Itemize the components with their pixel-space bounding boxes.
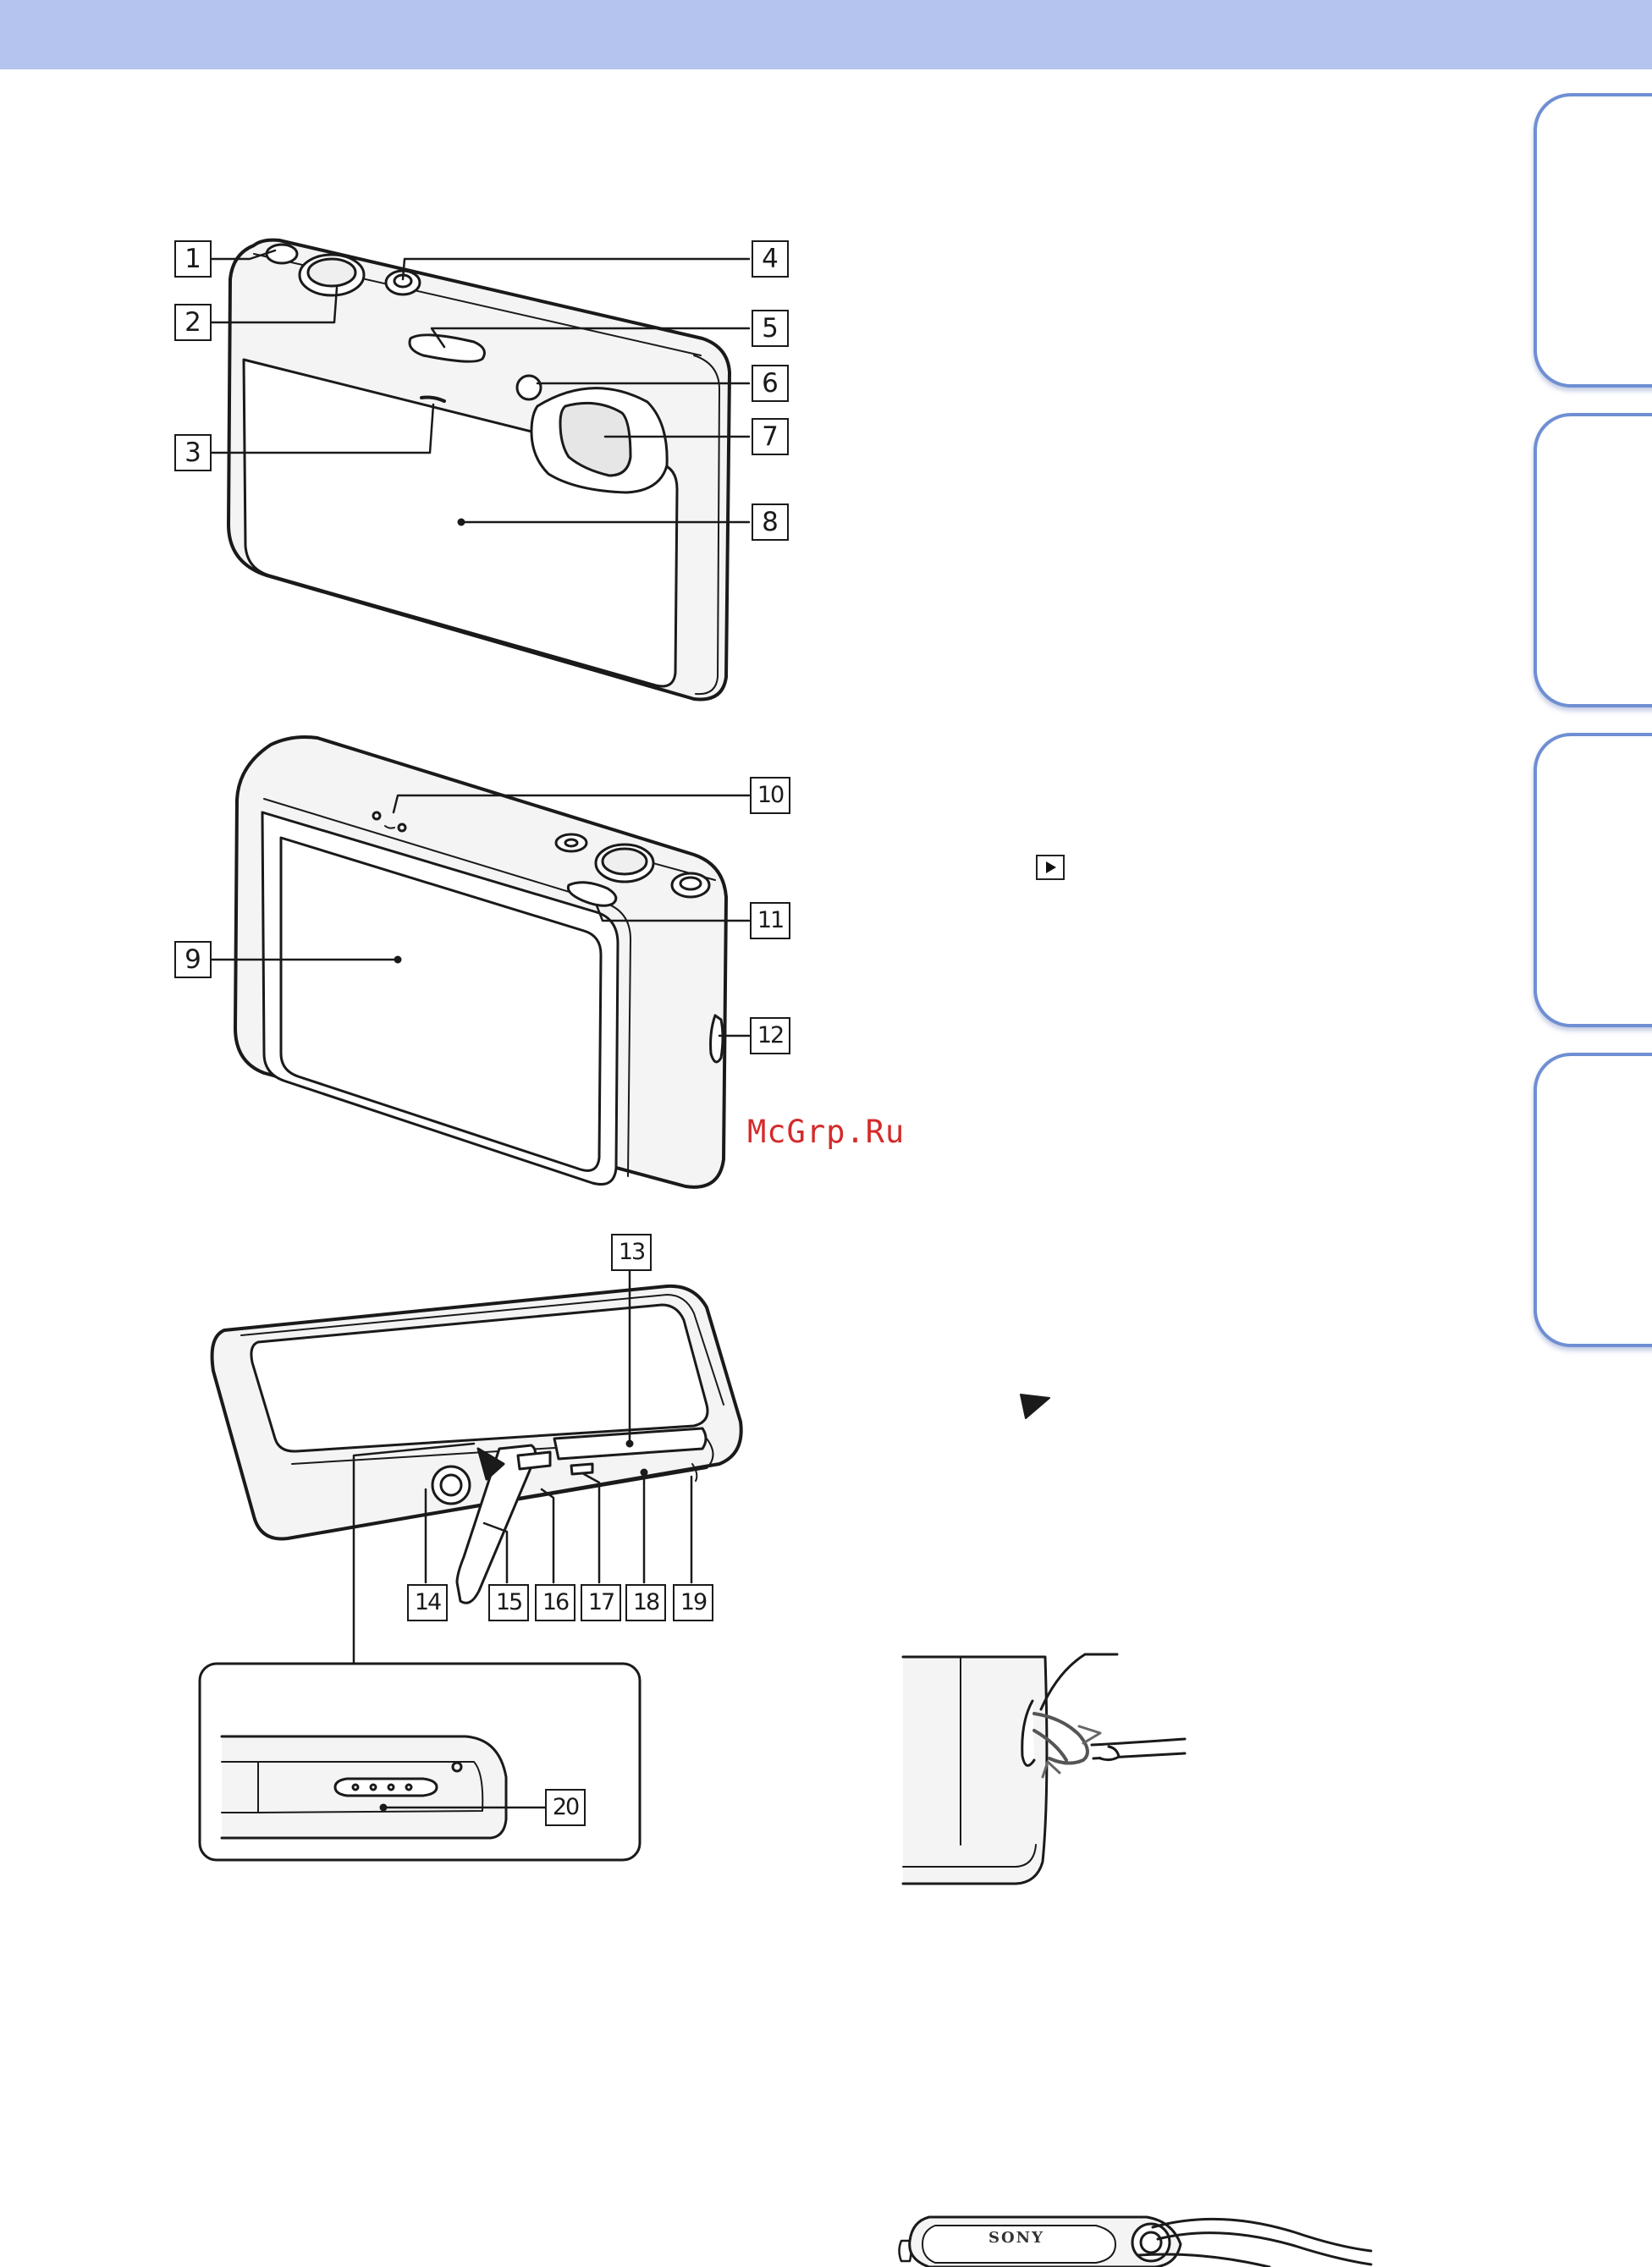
strap-attachment-illustration [903, 1654, 1185, 1884]
callout-11: 11 [750, 902, 790, 939]
camera-back-view [211, 737, 749, 1187]
callout-9: 9 [174, 941, 212, 978]
callout-15: 15 [488, 1584, 529, 1621]
connector-detail-inset [200, 1664, 640, 1860]
callout-5: 5 [752, 310, 789, 347]
triangle-mark-icon [1021, 1395, 1049, 1418]
watermark-text: McGrp.Ru [747, 1114, 905, 1150]
callout-12: 12 [750, 1017, 790, 1054]
wrist-strap-illustration [900, 2217, 1372, 2267]
strap-sony-logo: SONY [988, 2229, 1044, 2247]
callout-2: 2 [174, 304, 212, 341]
callout-1: 1 [174, 240, 212, 278]
callout-18: 18 [625, 1584, 666, 1621]
callout-10: 10 [750, 777, 790, 814]
callout-19: 19 [673, 1584, 713, 1621]
callout-4: 4 [752, 240, 789, 278]
callout-3: 3 [174, 434, 212, 471]
camera-front-view [211, 240, 749, 700]
callout-6: 6 [752, 365, 789, 402]
playback-button-icon [1036, 855, 1065, 880]
callout-16: 16 [535, 1584, 575, 1621]
callout-17: 17 [581, 1584, 621, 1621]
callout-7: 7 [752, 418, 789, 455]
play-triangle [1046, 861, 1056, 873]
callout-14: 14 [407, 1584, 448, 1621]
callout-20: 20 [545, 1789, 586, 1826]
callout-8: 8 [752, 503, 789, 541]
callout-13: 13 [611, 1234, 652, 1271]
